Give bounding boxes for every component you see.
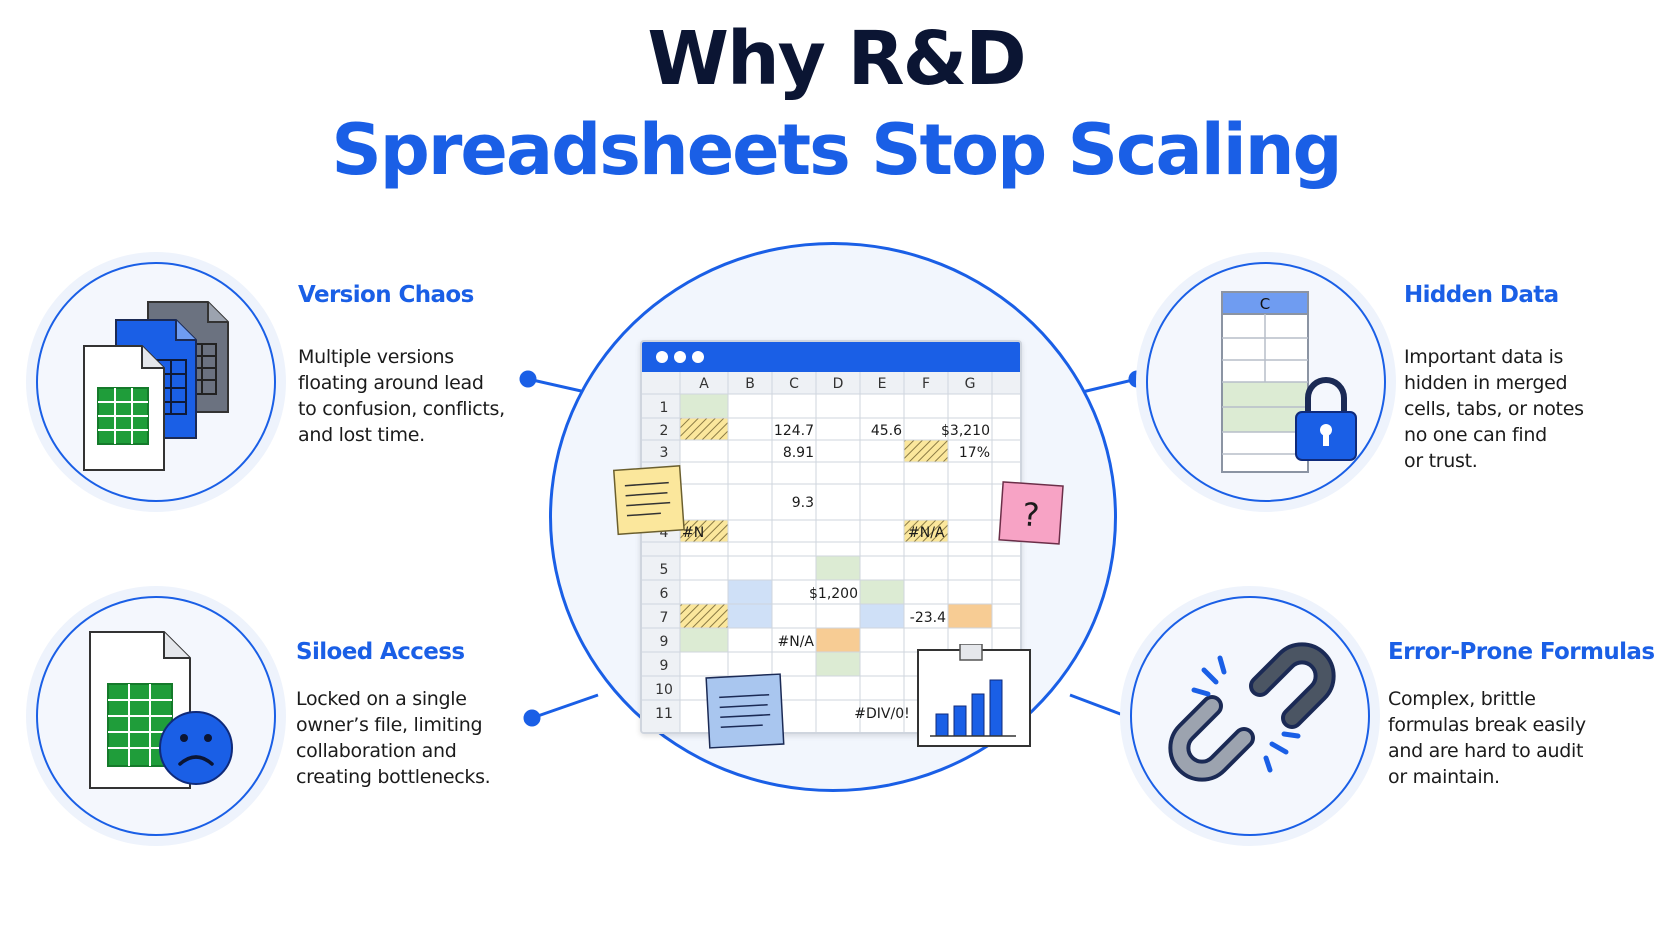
version-chaos-line: to confusion, conflicts, <box>298 398 505 420</box>
window-dot <box>674 351 686 363</box>
hidden-data-line: or trust. <box>1404 450 1478 472</box>
cell-value: 124.7 <box>774 423 814 439</box>
cell-value: 45.6 <box>871 423 902 439</box>
bar-chart-card <box>917 644 1031 747</box>
siloed-access-title: Siloed Access <box>296 639 465 665</box>
error-formulas-line: and are hard to audit <box>1388 740 1584 762</box>
row-header: 9 <box>660 634 669 650</box>
column-header-bar <box>642 372 1020 394</box>
error-formulas-icon-circle <box>1130 596 1370 836</box>
colored-cells <box>680 394 992 676</box>
error-formulas-line: formulas break easily <box>1388 714 1586 736</box>
window-title-bar <box>642 342 1020 372</box>
cell-value: $1,200 <box>809 586 858 602</box>
row-header: 7 <box>660 610 669 626</box>
error-formulas-title: Error-Prone Formulas <box>1388 639 1655 665</box>
locked-column-icon: C <box>1221 291 1357 473</box>
row-header: 9 <box>660 658 669 674</box>
connector-hidden-data <box>1077 377 1138 395</box>
hidden-data-description: Important data is hidden in merged cells… <box>1404 344 1584 474</box>
hidden-data-line: no one can find <box>1404 424 1547 446</box>
blue-sticky-note <box>705 673 785 749</box>
cell-value: $3,210 <box>941 423 990 439</box>
cell-value: -23.4 <box>910 610 946 626</box>
siloed-access-icon-circle <box>36 596 276 836</box>
column-header: D <box>833 376 844 392</box>
cell-value: 9.3 <box>792 495 814 511</box>
spreadsheet-window: A B C D E F G 1 2 3 4 5 6 7 9 9 10 11 12… <box>640 340 1022 734</box>
row-header: 2 <box>660 423 669 439</box>
question-mark: ? <box>1021 495 1041 534</box>
siloed-access-line: Locked on a single <box>296 688 467 710</box>
cell-value: #DIV/0! <box>854 706 909 722</box>
error-formulas-description: Complex, brittle formulas break easily a… <box>1388 686 1586 790</box>
error-formulas-line: Complex, brittle <box>1388 688 1536 710</box>
column-header: A <box>699 376 709 392</box>
siloed-access-line: owner’s file, limiting <box>296 714 483 736</box>
connector-dot-siloed-access <box>523 709 541 727</box>
column-c-label: C <box>1260 295 1270 313</box>
connector-dot-version-chaos <box>519 370 537 388</box>
connector-error-formulas <box>1069 693 1132 720</box>
siloed-access-description: Locked on a single owner’s file, limitin… <box>296 686 491 790</box>
row-header: 11 <box>655 706 673 722</box>
sad-file-icon <box>89 631 233 789</box>
cell-value: 8.91 <box>783 445 814 461</box>
version-chaos-line: Multiple versions <box>298 346 454 368</box>
window-dot <box>656 351 668 363</box>
column-header: G <box>965 376 976 392</box>
hidden-data-title: Hidden Data <box>1404 282 1559 308</box>
cell-value: #N/A <box>778 634 815 650</box>
version-chaos-title: Version Chaos <box>298 282 474 308</box>
hidden-data-icon-circle: C <box>1146 262 1386 502</box>
row-header: 10 <box>655 682 673 698</box>
siloed-access-line: collaboration and <box>296 740 457 762</box>
version-chaos-line: floating around lead <box>298 372 484 394</box>
row-header: 4 <box>660 525 669 541</box>
pink-sticky-note: ? <box>998 481 1064 545</box>
connector-siloed-access <box>531 693 599 720</box>
cell-value: #N <box>682 525 704 541</box>
cell-value: #N/A <box>908 525 945 541</box>
broken-chain-icon <box>1168 642 1336 782</box>
version-chaos-icon-circle <box>36 262 276 502</box>
version-chaos-description: Multiple versions floating around lead t… <box>298 344 505 448</box>
page-subtitle: Spreadsheets Stop Scaling <box>331 109 1342 191</box>
row-header: 6 <box>660 586 669 602</box>
siloed-access-line: creating bottlenecks. <box>296 766 491 788</box>
hidden-data-line: hidden in merged <box>1404 372 1568 394</box>
row-header: 3 <box>660 445 669 461</box>
page-title: Why R&D <box>647 16 1026 102</box>
hidden-data-line: Important data is <box>1404 346 1564 368</box>
row-header-bar <box>642 372 680 732</box>
column-header: C <box>789 376 799 392</box>
window-dot <box>692 351 704 363</box>
connector-dot-hidden-data <box>1128 370 1146 388</box>
column-header: B <box>745 376 755 392</box>
column-header: F <box>922 376 930 392</box>
row-header: 1 <box>660 400 669 416</box>
spreadsheet-grid: A B C D E F G 1 2 3 4 5 6 7 9 9 10 11 12… <box>642 372 1020 732</box>
row-header: 5 <box>660 562 669 578</box>
hidden-data-line: cells, tabs, or notes <box>1404 398 1584 420</box>
version-chaos-line: and lost time. <box>298 424 425 446</box>
cell-value: 17% <box>959 445 990 461</box>
error-formulas-line: or maintain. <box>1388 766 1500 788</box>
yellow-sticky-note <box>612 465 685 536</box>
column-header: E <box>878 376 887 392</box>
stacked-spreadsheet-files-icon <box>83 301 229 471</box>
